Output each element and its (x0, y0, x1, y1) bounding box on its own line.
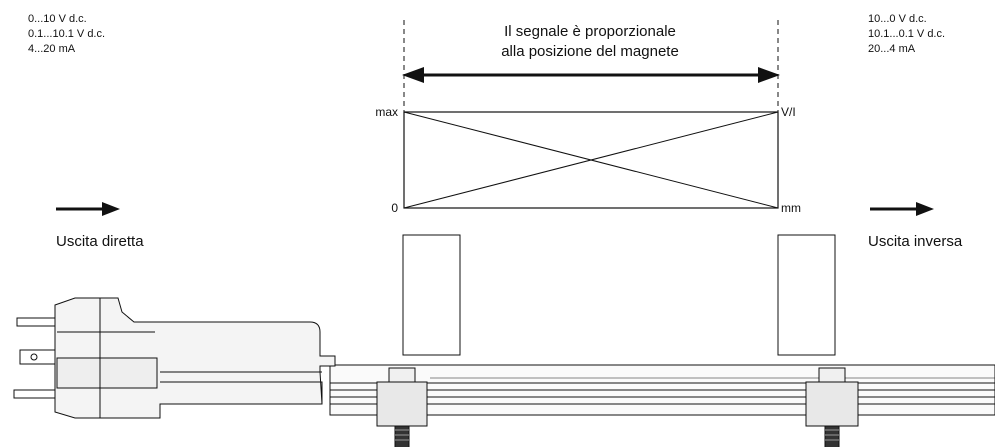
signal-caption-line-2: alla posizione del magnete (501, 43, 679, 60)
direct-output-label: Uscita diretta (56, 233, 144, 250)
graph-label-zero: 0 (391, 201, 398, 215)
graph-label-mm: mm (781, 201, 801, 215)
mounting-clamp-right (805, 367, 859, 447)
graph-label-vi: V/I (781, 105, 796, 119)
inverse-output-label: Uscita inversa (868, 233, 963, 250)
left-spec-line-2: 0.1...10.1 V d.c. (28, 28, 105, 40)
right-output-specs: 10...0 V d.c. 10.1...0.1 V d.c. 20...4 m… (868, 13, 945, 55)
left-spec-line-3: 4...20 mA (28, 43, 76, 55)
sensor-rail (329, 364, 995, 416)
inverse-output-line (403, 111, 779, 209)
left-spec-line-1: 0...10 V d.c. (28, 13, 87, 25)
mounting-clamp-left (376, 367, 428, 447)
right-spec-line-2: 10.1...0.1 V d.c. (868, 28, 945, 40)
magnet-position-end (777, 234, 836, 356)
graph-label-max: max (375, 105, 398, 119)
signal-caption-line-1: Il segnale è proporzionale (504, 23, 676, 40)
double-arrow (402, 67, 780, 83)
right-spec-line-3: 20...4 mA (868, 43, 916, 55)
signal-graph: max 0 V/I mm (375, 105, 801, 215)
sensor-head (13, 297, 336, 419)
direct-output-arrow (56, 202, 120, 216)
left-output-specs: 0...10 V d.c. 0.1...10.1 V d.c. 4...20 m… (28, 13, 105, 55)
inverse-output-arrow (870, 202, 934, 216)
magnet-position-start (402, 234, 461, 356)
right-spec-line-1: 10...0 V d.c. (868, 13, 927, 25)
